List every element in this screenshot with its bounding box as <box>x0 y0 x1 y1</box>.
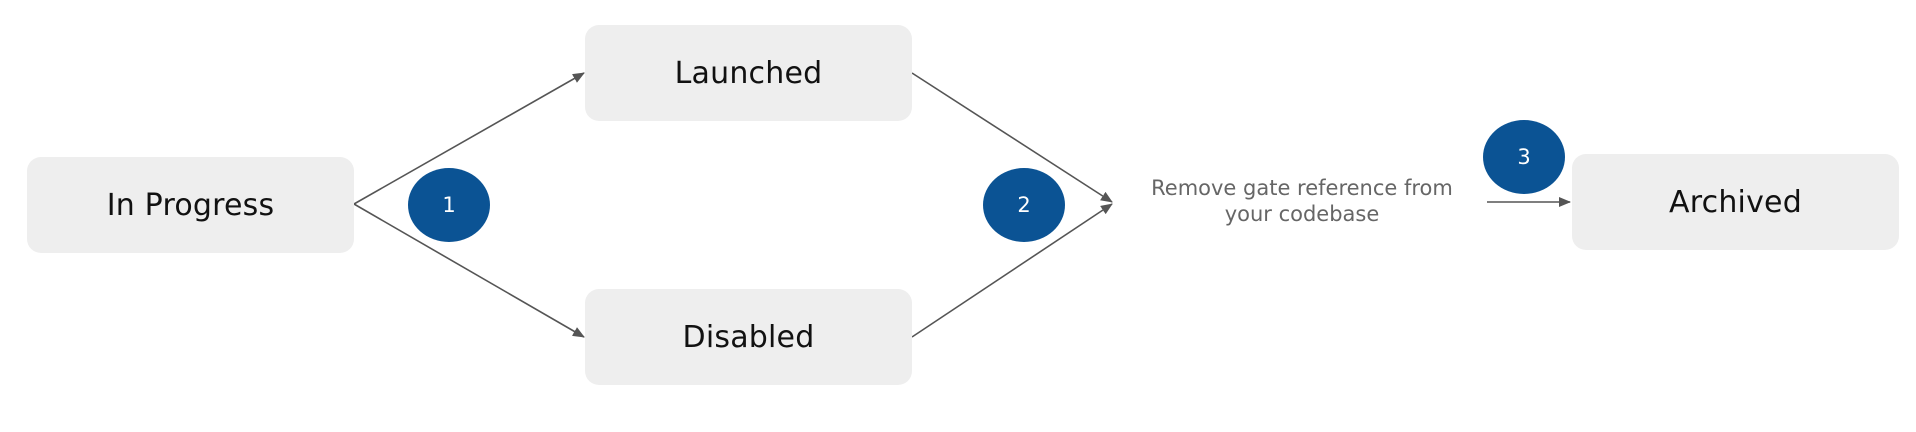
step-badge-2-label: 2 <box>1017 193 1031 217</box>
step-badge-3: 3 <box>1483 120 1565 194</box>
arrow-launched-to-note <box>911 72 1113 203</box>
node-in-progress: In Progress <box>27 157 354 253</box>
step-badge-3-label: 3 <box>1517 145 1531 169</box>
arrow-in-progress-to-launched <box>353 72 585 205</box>
node-launched-label: Launched <box>674 55 823 91</box>
arrow-disabled-to-note <box>911 203 1113 338</box>
action-note-line-1: Remove gate reference from <box>1151 176 1453 200</box>
node-launched: Launched <box>585 25 912 121</box>
step-badge-1-label: 1 <box>442 193 456 217</box>
node-archived-label: Archived <box>1669 184 1802 220</box>
step-badge-1: 1 <box>408 168 490 242</box>
node-disabled: Disabled <box>585 289 912 385</box>
node-in-progress-label: In Progress <box>106 187 275 223</box>
action-note-line-2: your codebase <box>1224 202 1380 226</box>
action-note: Remove gate reference from your codebase <box>1130 175 1474 227</box>
node-archived: Archived <box>1572 154 1899 250</box>
arrow-in-progress-to-disabled <box>353 203 585 338</box>
step-badge-2: 2 <box>983 168 1065 242</box>
node-disabled-label: Disabled <box>682 319 815 355</box>
